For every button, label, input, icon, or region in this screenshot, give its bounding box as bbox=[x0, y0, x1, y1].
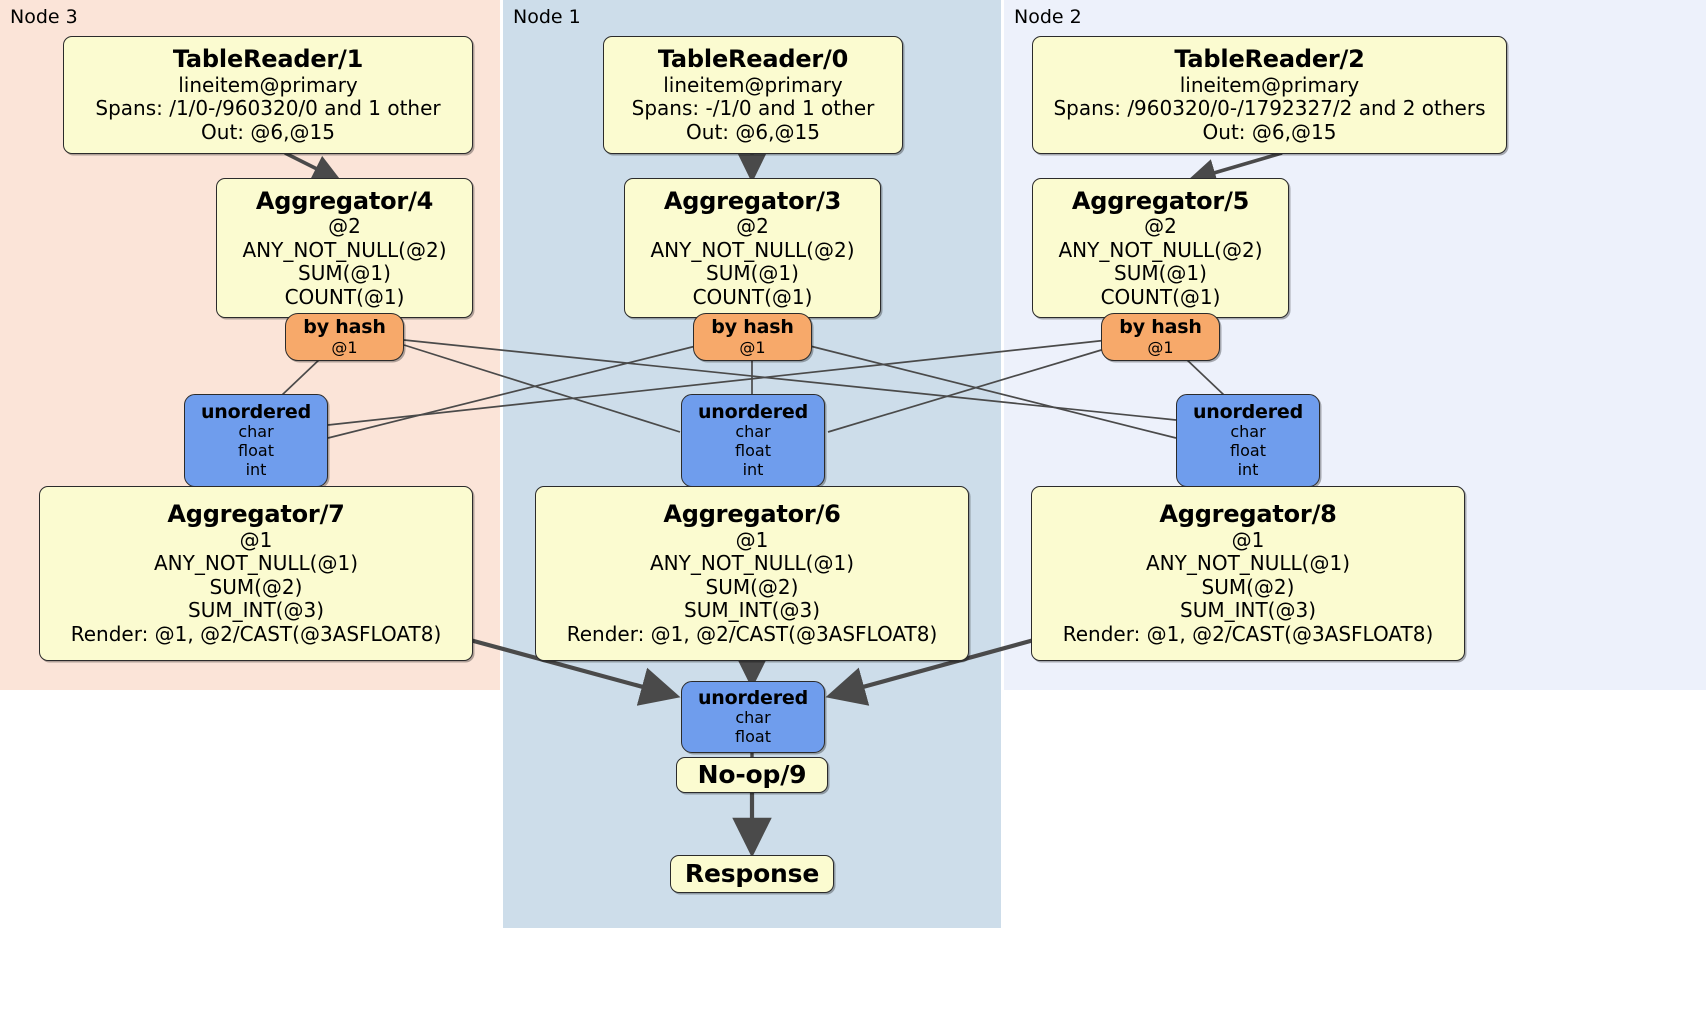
processor-aggregator-7[interactable]: Aggregator/7 @1 ANY_NOT_NULL(@1) SUM(@2)… bbox=[39, 486, 473, 661]
box-title: TableReader/0 bbox=[657, 45, 849, 74]
box-line: Spans: /1/0-/960320/0 and 1 other bbox=[95, 96, 441, 121]
box-line: @2 bbox=[328, 213, 361, 238]
router-by-hash-node2[interactable]: by hash @1 bbox=[1101, 313, 1220, 361]
box-line: SUM(@1) bbox=[298, 261, 391, 286]
output-response[interactable]: Response bbox=[670, 855, 834, 893]
box-line: Spans: /960320/0-/1792327/2 and 2 others bbox=[1053, 96, 1486, 121]
box-line: char bbox=[735, 708, 771, 728]
box-line: float bbox=[238, 441, 274, 461]
processor-aggregator-3[interactable]: Aggregator/3 @2 ANY_NOT_NULL(@2) SUM(@1)… bbox=[624, 178, 881, 318]
box-line: SUM_INT(@3) bbox=[188, 598, 324, 623]
box-line: lineitem@primary bbox=[1179, 72, 1360, 97]
box-line: float bbox=[735, 727, 771, 747]
box-title: unordered bbox=[200, 400, 312, 423]
box-line: SUM_INT(@3) bbox=[1180, 598, 1316, 623]
router-by-hash-node1[interactable]: by hash @1 bbox=[693, 313, 812, 361]
box-line: COUNT(@1) bbox=[692, 284, 813, 309]
lane-node2-label: Node 2 bbox=[1014, 6, 1082, 28]
box-line: Spans: -/1/0 and 1 other bbox=[631, 96, 875, 121]
box-line: @1 bbox=[735, 527, 769, 552]
box-title: unordered bbox=[1192, 400, 1304, 423]
box-line: char bbox=[238, 422, 274, 442]
box-line: ANY_NOT_NULL(@1) bbox=[650, 551, 854, 576]
box-line: @1 bbox=[1147, 337, 1174, 357]
box-line: @1 bbox=[331, 337, 358, 357]
box-line: int bbox=[1237, 460, 1259, 480]
box-line: SUM(@2) bbox=[209, 574, 303, 599]
processor-noop-9[interactable]: No-op/9 bbox=[676, 757, 828, 793]
box-line: @1 bbox=[739, 337, 766, 357]
processor-tablereader-2[interactable]: TableReader/2 lineitem@primary Spans: /9… bbox=[1032, 36, 1507, 154]
box-line: Render: @1, @2/CAST(@3ASFLOAT8) bbox=[566, 622, 938, 647]
box-line: Out: @6,@15 bbox=[686, 119, 820, 144]
box-title: Aggregator/6 bbox=[663, 500, 841, 529]
box-line: @2 bbox=[736, 213, 769, 238]
box-line: COUNT(@1) bbox=[1100, 284, 1221, 309]
box-title: by hash bbox=[1119, 316, 1202, 339]
box-line: @1 bbox=[239, 527, 273, 552]
box-title: TableReader/1 bbox=[172, 45, 364, 74]
box-title: Response bbox=[684, 859, 820, 889]
box-line: Render: @1, @2/CAST(@3ASFLOAT8) bbox=[1062, 622, 1434, 647]
synchronizer-unordered-node2[interactable]: unordered char float int bbox=[1176, 394, 1320, 487]
synchronizer-unordered-node3[interactable]: unordered char float int bbox=[184, 394, 328, 487]
box-title: unordered bbox=[697, 686, 809, 709]
processor-aggregator-5[interactable]: Aggregator/5 @2 ANY_NOT_NULL(@2) SUM(@1)… bbox=[1032, 178, 1289, 318]
box-line: Render: @1, @2/CAST(@3ASFLOAT8) bbox=[70, 622, 442, 647]
box-title: Aggregator/5 bbox=[1071, 186, 1250, 215]
box-line: int bbox=[742, 460, 764, 480]
box-title: by hash bbox=[303, 316, 386, 339]
box-title: Aggregator/3 bbox=[663, 186, 842, 215]
box-line: ANY_NOT_NULL(@1) bbox=[154, 551, 358, 576]
box-line: float bbox=[735, 441, 771, 461]
box-title: TableReader/2 bbox=[1174, 45, 1365, 74]
box-title: Aggregator/7 bbox=[167, 500, 345, 529]
box-line: lineitem@primary bbox=[178, 72, 358, 97]
box-line: Out: @6,@15 bbox=[1202, 119, 1337, 144]
box-line: SUM(@2) bbox=[1201, 574, 1295, 599]
processor-aggregator-8[interactable]: Aggregator/8 @1 ANY_NOT_NULL(@1) SUM(@2)… bbox=[1031, 486, 1465, 661]
box-line: ANY_NOT_NULL(@2) bbox=[242, 237, 447, 262]
synchronizer-unordered-final[interactable]: unordered char float bbox=[681, 681, 825, 753]
box-title: by hash bbox=[711, 316, 794, 339]
box-line: char bbox=[1230, 422, 1266, 442]
box-line: COUNT(@1) bbox=[284, 284, 405, 309]
router-by-hash-node3[interactable]: by hash @1 bbox=[285, 313, 404, 361]
processor-aggregator-6[interactable]: Aggregator/6 @1 ANY_NOT_NULL(@1) SUM(@2)… bbox=[535, 486, 969, 661]
synchronizer-unordered-node1[interactable]: unordered char float int bbox=[681, 394, 825, 487]
box-line: lineitem@primary bbox=[663, 72, 843, 97]
box-line: SUM_INT(@3) bbox=[684, 598, 820, 623]
lane-node3-label: Node 3 bbox=[10, 6, 78, 28]
box-title: Aggregator/8 bbox=[1159, 500, 1337, 529]
box-line: @2 bbox=[1144, 213, 1177, 238]
box-line: char bbox=[735, 422, 771, 442]
processor-aggregator-4[interactable]: Aggregator/4 @2 ANY_NOT_NULL(@2) SUM(@1)… bbox=[216, 178, 473, 318]
lane-node1-label: Node 1 bbox=[513, 6, 581, 28]
box-line: SUM(@1) bbox=[706, 261, 799, 286]
box-line: @1 bbox=[1231, 527, 1265, 552]
box-line: int bbox=[245, 460, 267, 480]
box-title: Aggregator/4 bbox=[255, 186, 434, 215]
box-line: ANY_NOT_NULL(@2) bbox=[650, 237, 855, 262]
box-line: float bbox=[1230, 441, 1266, 461]
processor-tablereader-1[interactable]: TableReader/1 lineitem@primary Spans: /1… bbox=[63, 36, 473, 154]
box-title: unordered bbox=[697, 400, 809, 423]
box-line: ANY_NOT_NULL(@2) bbox=[1058, 237, 1263, 262]
box-line: ANY_NOT_NULL(@1) bbox=[1146, 551, 1350, 576]
box-line: SUM(@1) bbox=[1114, 261, 1207, 286]
box-line: Out: @6,@15 bbox=[201, 119, 335, 144]
processor-tablereader-0[interactable]: TableReader/0 lineitem@primary Spans: -/… bbox=[603, 36, 903, 154]
box-title: No-op/9 bbox=[697, 760, 807, 790]
box-line: SUM(@2) bbox=[705, 574, 799, 599]
